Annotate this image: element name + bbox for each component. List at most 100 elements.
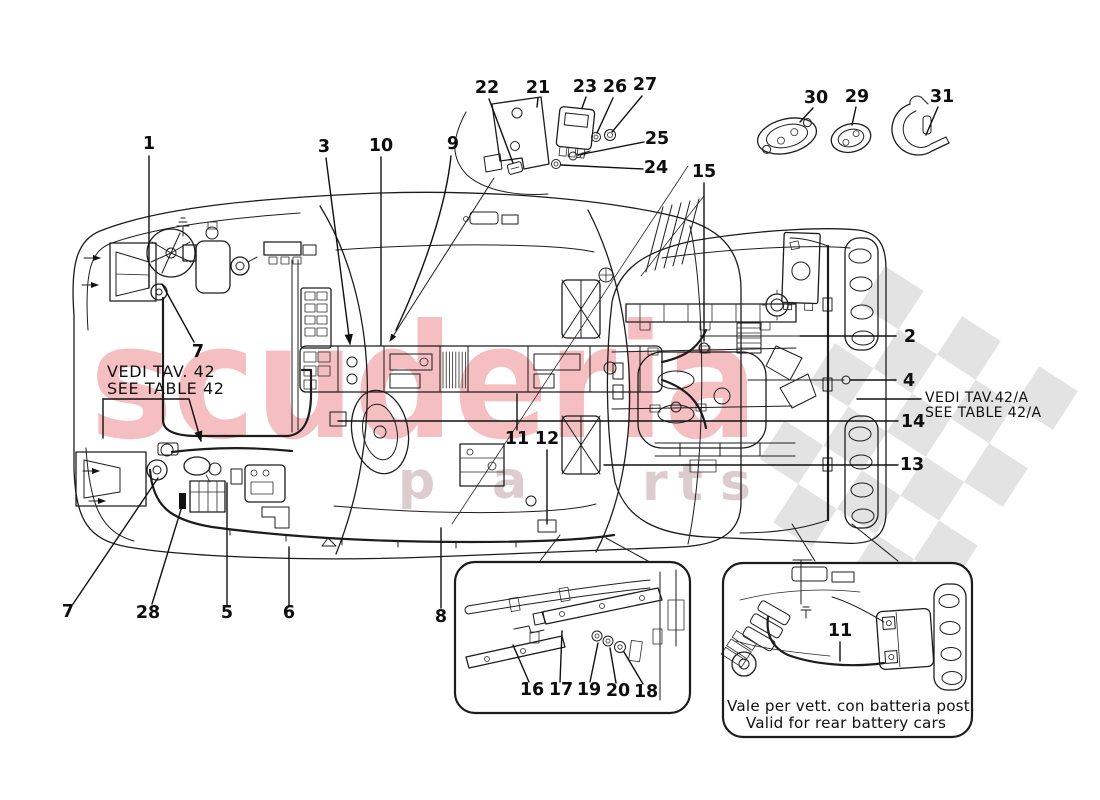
svg-text:25: 25 bbox=[645, 129, 669, 149]
callout-8: 8 bbox=[435, 527, 447, 627]
note-right-line1: VEDI TAV.42/A bbox=[925, 390, 1028, 406]
svg-text:30: 30 bbox=[804, 88, 828, 108]
svg-text:21: 21 bbox=[526, 78, 550, 98]
svg-text:7: 7 bbox=[192, 342, 204, 362]
svg-text:13: 13 bbox=[900, 455, 924, 475]
gearbox-unit bbox=[459, 443, 505, 487]
note-left-line1: VEDI TAV. 42 bbox=[107, 362, 215, 381]
callout-30: 30 bbox=[799, 88, 828, 123]
svg-text:14: 14 bbox=[901, 412, 925, 432]
watermark-letter: a bbox=[492, 451, 527, 511]
nut bbox=[604, 129, 616, 141]
headlight-assembly-left bbox=[75, 451, 168, 507]
relay bbox=[230, 468, 243, 485]
svg-text:18: 18 bbox=[634, 682, 658, 702]
callout-25: 25 bbox=[577, 129, 669, 156]
svg-text:12: 12 bbox=[535, 429, 559, 449]
washer bbox=[614, 641, 626, 653]
callout-26: 26 bbox=[596, 77, 627, 134]
watermark-letter: r bbox=[642, 453, 668, 513]
svg-text:1: 1 bbox=[143, 134, 155, 154]
svg-text:2: 2 bbox=[904, 327, 916, 347]
relay-rails-inset bbox=[453, 560, 692, 715]
svg-text:27: 27 bbox=[633, 75, 657, 95]
deck-fitting bbox=[598, 267, 614, 283]
washer bbox=[591, 630, 603, 642]
inset-lamp bbox=[731, 651, 757, 677]
svg-text:11: 11 bbox=[505, 429, 529, 449]
sill-harness bbox=[148, 468, 616, 549]
fuse-relay-panel bbox=[299, 345, 663, 393]
junction-box bbox=[244, 464, 286, 503]
washer bbox=[551, 159, 561, 169]
ground-symbol bbox=[176, 217, 190, 237]
busbar-rail-upper bbox=[532, 587, 663, 626]
callout-27: 27 bbox=[611, 75, 657, 133]
fuel-filler-cap bbox=[761, 289, 793, 321]
callout-28: 28 bbox=[136, 502, 184, 623]
ground-symbol bbox=[800, 606, 812, 619]
ecu-box bbox=[189, 480, 226, 513]
svg-text:10: 10 bbox=[369, 136, 393, 156]
callout-22: 22 bbox=[475, 78, 514, 164]
watermark-letter: p bbox=[398, 451, 435, 511]
callouts: 1 3 10 9 22 21 23 26 27 25 24 30 29 31 1… bbox=[62, 75, 954, 702]
ecu-bracket bbox=[781, 231, 821, 311]
callout-13: 13 bbox=[603, 455, 924, 475]
callout-17: 17 bbox=[549, 630, 573, 700]
svg-text:4: 4 bbox=[903, 371, 915, 391]
callout-11-inset: 11 bbox=[828, 621, 852, 662]
svg-text:9: 9 bbox=[447, 134, 459, 154]
callout-7-upper: 7 bbox=[161, 283, 204, 362]
connector bbox=[329, 411, 347, 427]
svg-text:3: 3 bbox=[318, 137, 330, 157]
svg-text:7: 7 bbox=[62, 602, 74, 622]
svg-text:22: 22 bbox=[475, 78, 499, 98]
regulator-detail bbox=[389, 96, 616, 342]
quarter-vent-upper bbox=[844, 237, 879, 351]
washer bbox=[602, 635, 614, 647]
svg-text:24: 24 bbox=[644, 158, 668, 178]
svg-text:20: 20 bbox=[606, 681, 630, 701]
svg-text:26: 26 bbox=[603, 77, 627, 97]
cooling-fan bbox=[146, 228, 197, 278]
svg-text:28: 28 bbox=[136, 603, 160, 623]
wiper-motor bbox=[263, 241, 317, 265]
svg-text:8: 8 bbox=[435, 607, 447, 627]
note-right-line2: SEE TABLE 42/A bbox=[925, 405, 1042, 421]
checkered-flag-watermark bbox=[759, 266, 1078, 598]
svg-text:5: 5 bbox=[221, 603, 233, 623]
inset-caption-italian: Vale per vett. con batteria post. bbox=[727, 697, 975, 715]
svg-text:6: 6 bbox=[283, 603, 295, 623]
callout-16: 16 bbox=[512, 644, 544, 700]
bracket-fitting bbox=[157, 442, 179, 457]
svg-text:23: 23 bbox=[573, 77, 597, 97]
connector-block bbox=[179, 493, 186, 509]
horn bbox=[230, 256, 258, 276]
table-note-left: VEDI TAV. 42 SEE TABLE 42 bbox=[102, 362, 224, 443]
svg-text:29: 29 bbox=[845, 87, 869, 107]
callout-29: 29 bbox=[845, 87, 869, 126]
callout-7-lower: 7 bbox=[62, 477, 159, 622]
contact-plate-part bbox=[756, 117, 818, 155]
callout-31: 31 bbox=[925, 87, 954, 136]
svg-text:19: 19 bbox=[577, 680, 601, 700]
callout-6: 6 bbox=[283, 546, 295, 623]
callout-12: 12 bbox=[535, 429, 559, 525]
rear-battery-inset: Vale per vett. con batteria post. Valid … bbox=[720, 559, 975, 739]
quarter-vent-lower bbox=[844, 415, 879, 529]
callout-10: 10 bbox=[369, 136, 393, 346]
screw bbox=[568, 151, 578, 161]
svg-text:15: 15 bbox=[692, 162, 716, 182]
svg-text:11: 11 bbox=[828, 621, 852, 641]
svg-text:17: 17 bbox=[549, 680, 573, 700]
engine-lid-louvers bbox=[640, 195, 705, 277]
callout-15: 15 bbox=[692, 162, 716, 342]
callout-4: 4 bbox=[849, 371, 915, 391]
svg-text:31: 31 bbox=[930, 87, 954, 107]
callout-1: 1 bbox=[143, 134, 155, 289]
washer-reservoir bbox=[195, 221, 231, 294]
inset-caption-english: Valid for rear battery cars bbox=[746, 714, 946, 732]
cooler-box-lower bbox=[561, 415, 601, 475]
